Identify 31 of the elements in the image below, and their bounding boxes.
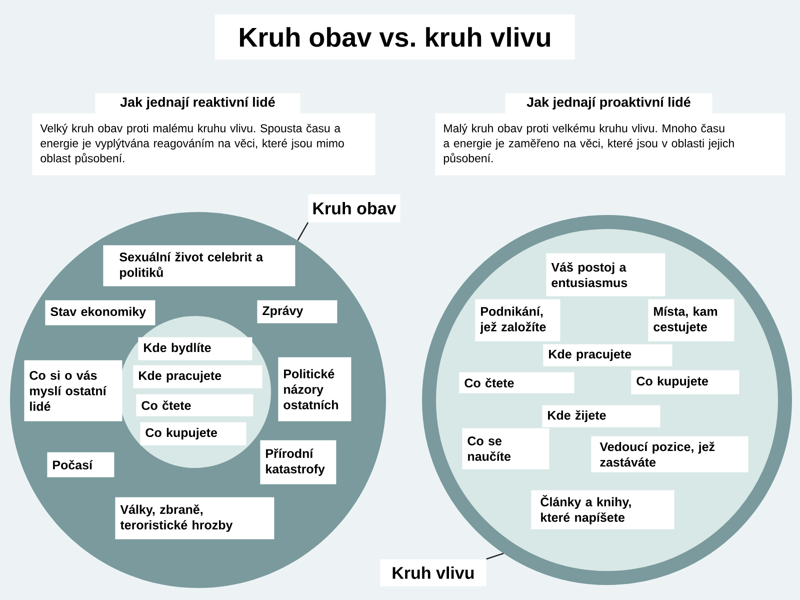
circle-label: Kruh vlivu: [380, 559, 486, 586]
item-box: Vedoucí pozice, jež zastáváte: [591, 436, 748, 472]
item-box: Sexuální život celebrit a politiků: [103, 245, 296, 286]
item-box: Místa, kam cestujete: [648, 299, 734, 342]
item-box: Články a knihy, které napíšete: [531, 490, 674, 530]
item-box: Kde žijete: [542, 405, 660, 428]
leader-line: [297, 222, 309, 241]
item-box: Co si o vás myslí ostatní lidé: [24, 360, 122, 422]
item-box: Politické názory ostatních: [278, 357, 352, 422]
node-label: Velký kruh obav proti malému kruhu vlivu. Spousta času a energie je vyplýtvána reagováním na věci, které jsou mimo oblast působení.: [40, 124, 344, 165]
item-box: Váš postoj a entusiasmus: [546, 253, 666, 296]
item-box: Co čtete: [136, 394, 254, 416]
item-box: Kde bydlíte: [138, 337, 252, 360]
item-box: Stav ekonomiky: [45, 300, 156, 326]
item-box: Počasí: [47, 452, 114, 478]
title: Kruh obav vs. kruh vlivu: [215, 14, 575, 60]
leader-line: [486, 552, 504, 560]
heading: Jak jednají proaktivní lidé: [505, 93, 712, 114]
item-box: Co čtete: [459, 372, 574, 394]
item-box: Přírodní katastrofy: [260, 440, 336, 484]
item-box: Co kupujete: [631, 370, 740, 394]
circle-label: Kruh obav: [308, 194, 400, 222]
node-label: Malý kruh obav proti velkému kruhu vlivu. Mnoho času a energie je zaměřeno na věci, které jsou v oblasti jejich působení.: [444, 124, 734, 165]
item-box: Podnikání, jež založíte: [475, 299, 560, 342]
item-box: Války, zbraně, teroristické hrozby: [115, 497, 274, 540]
item-box: Zprávy: [257, 300, 338, 324]
item-box: Co kupujete: [140, 422, 246, 446]
item-box: Kde pracujete: [133, 365, 262, 388]
heading: Jak jednají reaktivní lidé: [95, 93, 300, 114]
item-box: Co se naučíte: [462, 428, 550, 470]
item-box: Kde pracujete: [543, 344, 672, 366]
